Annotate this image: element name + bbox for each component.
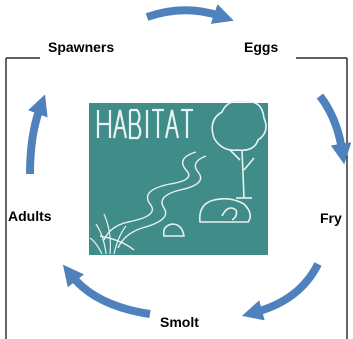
arrow-adults-to-spawners bbox=[30, 108, 40, 174]
stage-label-eggs: Eggs bbox=[244, 39, 278, 55]
arrow-spawners-to-eggs bbox=[147, 10, 220, 17]
stage-label-spawners: Spawners bbox=[48, 39, 114, 55]
stage-label-fry: Fry bbox=[320, 210, 342, 226]
arrow-fry-to-smolt bbox=[256, 264, 318, 312]
stage-label-smolt: Smolt bbox=[160, 314, 199, 330]
stage-label-adults: Adults bbox=[8, 208, 52, 224]
habitat-image bbox=[89, 101, 268, 255]
arrow-smolt-to-adults bbox=[72, 276, 150, 314]
arrow-eggs-to-fry bbox=[320, 96, 342, 150]
